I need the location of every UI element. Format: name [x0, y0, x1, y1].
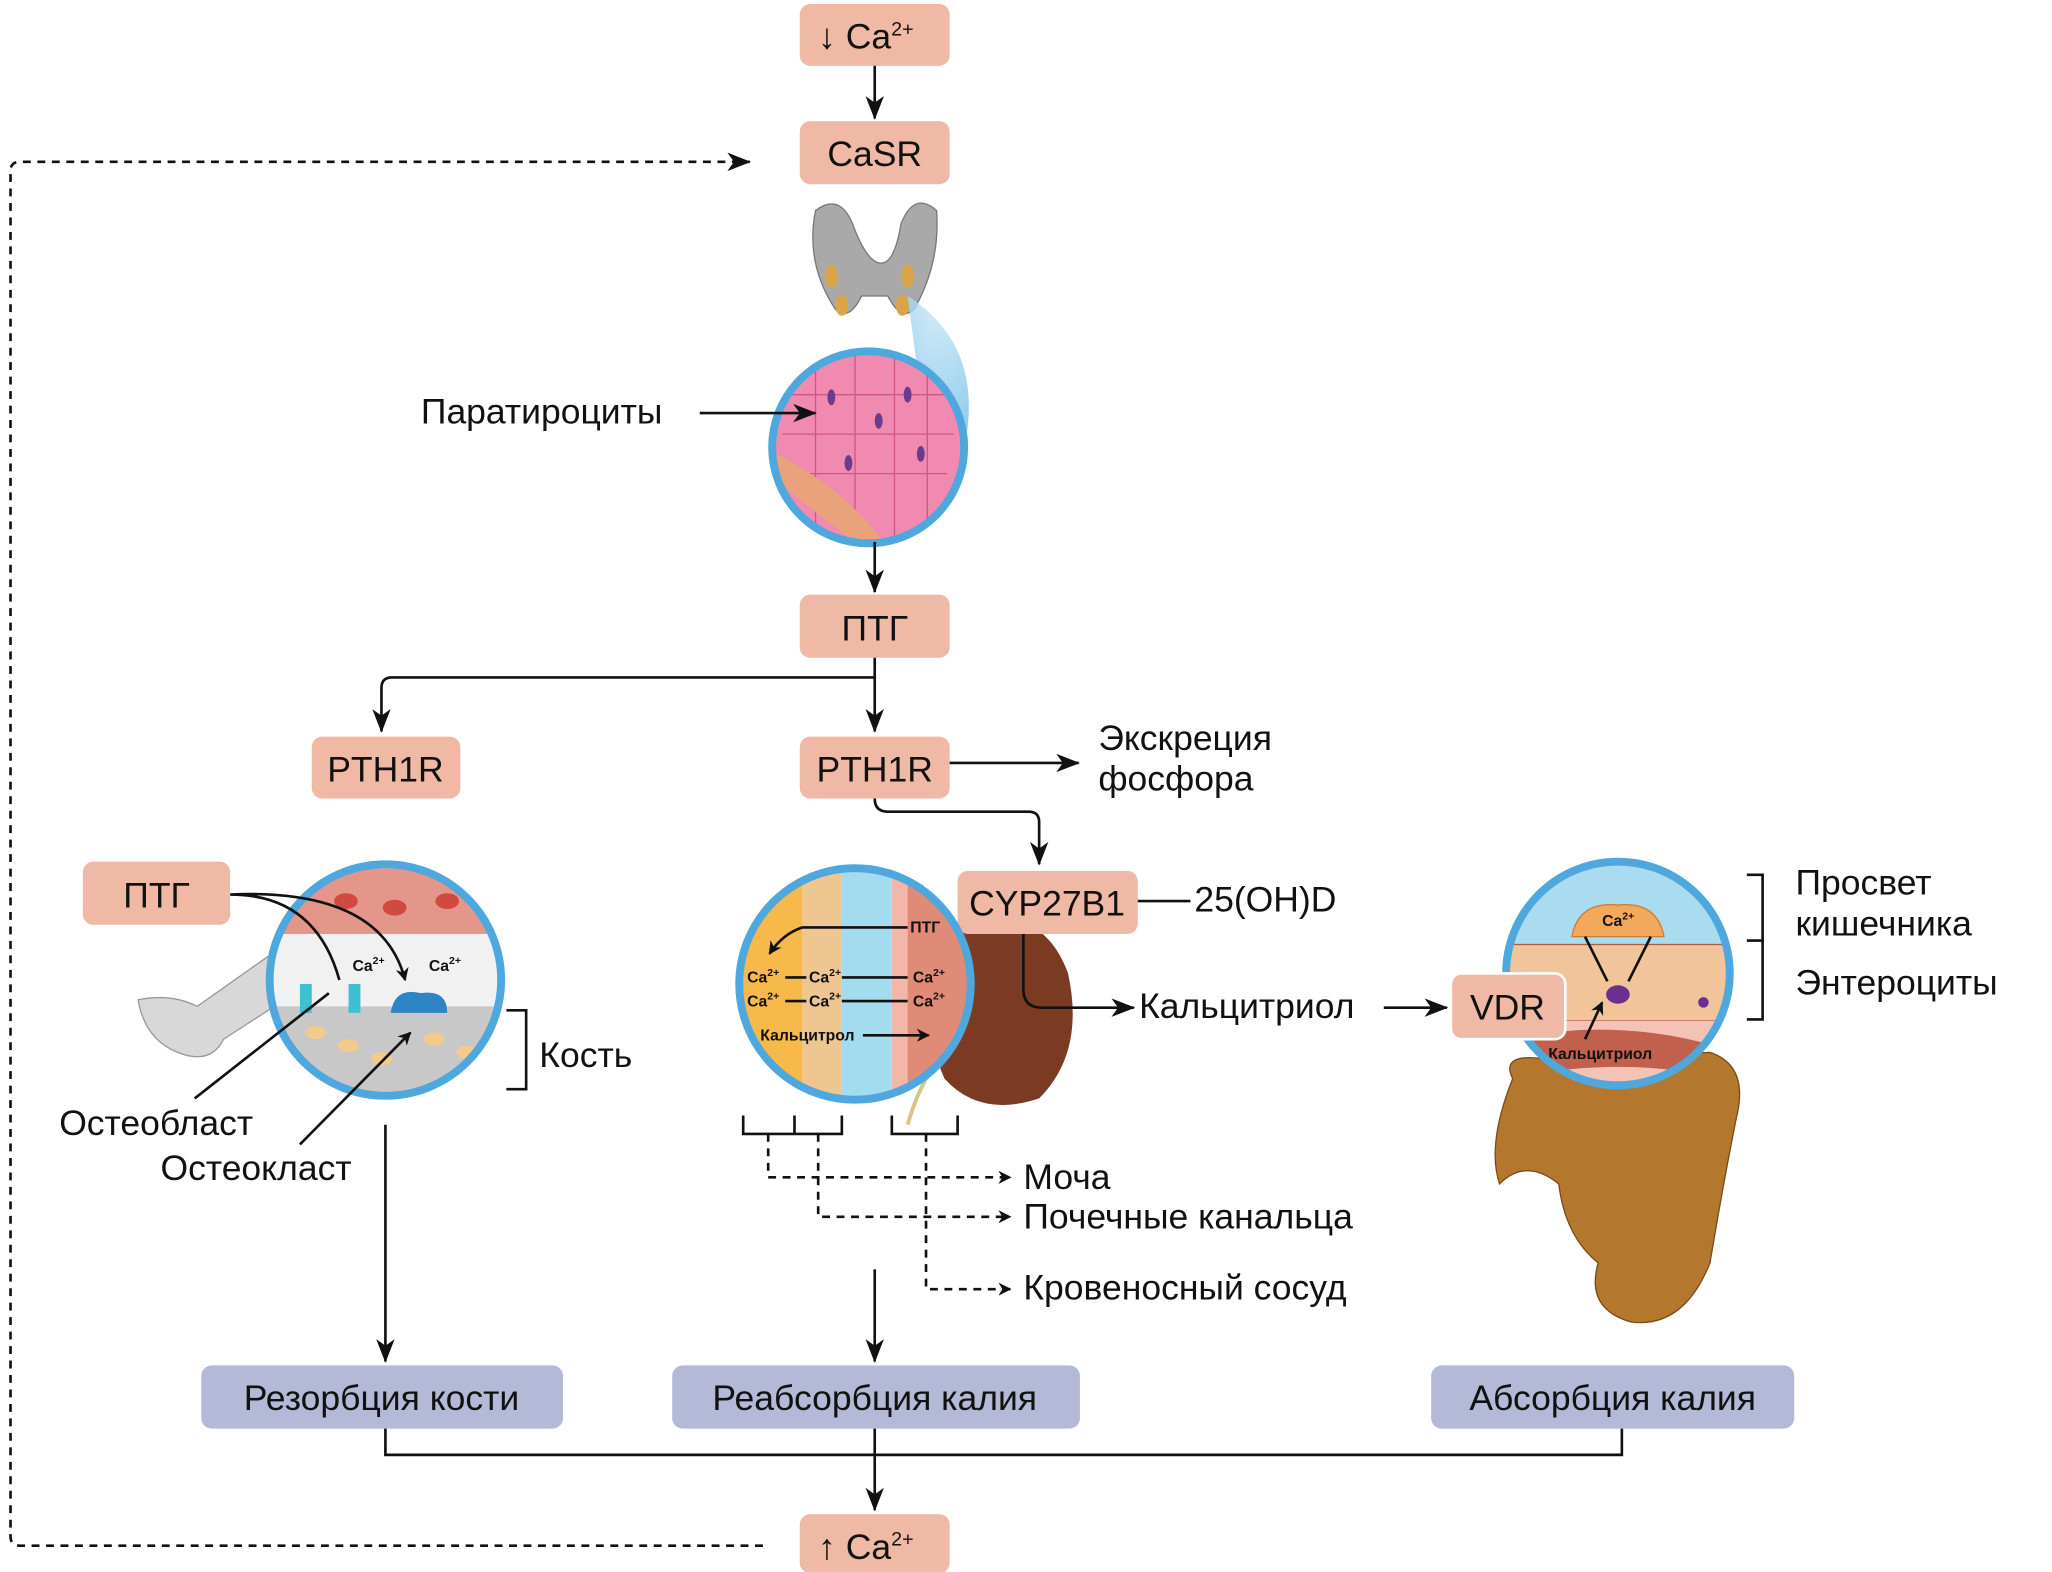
bracket: [741, 1115, 959, 1136]
calcitriol-label: Кальцитриол: [1139, 986, 1354, 1026]
svg-text:PTH1R: PTH1R: [327, 749, 443, 789]
vdr-node: VDR: [1449, 972, 1567, 1041]
phosphate-excretion-label: фосфора: [1098, 759, 1253, 799]
svg-text:ПТГ: ПТГ: [123, 876, 189, 916]
dashed-arrow: [924, 1133, 1012, 1296]
svg-text:Ca2+: Ca2+: [429, 955, 461, 975]
arrow: [381, 657, 877, 732]
casr-node: CaSR: [799, 121, 950, 185]
vitamin-d-label: 25(OH)D: [1194, 880, 1336, 920]
calcium-low-node: ↓ Ca2+: [799, 4, 950, 66]
gut-absorption-node: Абсорбция калия: [1431, 1365, 1795, 1429]
arrow: [230, 892, 405, 980]
arrow: [873, 798, 1049, 866]
bone-inset: Ca2+ Ca2+: [265, 860, 506, 1100]
vessel-label: Кровеносный сосуд: [1023, 1268, 1346, 1308]
calcium-high-node: ↑ Ca2+: [799, 1514, 950, 1572]
svg-text:Ca2+: Ca2+: [809, 967, 841, 987]
parathyrocytes-label: Паратироциты: [421, 392, 662, 432]
phosphate-excretion-label: Экскреция: [1098, 718, 1272, 758]
lumen-label: кишечника: [1796, 903, 1973, 943]
bone-resorption-node: Резорбция кости: [201, 1365, 563, 1429]
kidney-reabsorption-node: Реабсорбция калия: [672, 1365, 1080, 1429]
svg-text:Реабсорбция калия: Реабсорбция калия: [712, 1378, 1037, 1418]
osteoblast-label: Остеобласт: [59, 1103, 253, 1143]
cyp27b1-node: CYP27B1: [957, 870, 1138, 934]
svg-text:Ca2+: Ca2+: [913, 967, 945, 987]
osteoclast-label: Остеокласт: [160, 1148, 351, 1188]
svg-text:Ca2+: Ca2+: [913, 991, 945, 1011]
svg-text:Резорбция кости: Резорбция кости: [244, 1378, 520, 1418]
svg-text:CaSR: CaSR: [827, 134, 922, 174]
svg-text:VDR: VDR: [1470, 987, 1545, 1027]
svg-text:Кальцитриол: Кальцитриол: [1548, 1046, 1652, 1063]
bone-label: Кость: [539, 1035, 632, 1075]
svg-text:Ca2+: Ca2+: [1602, 911, 1634, 931]
bracket: [506, 1008, 528, 1091]
lumen-label: Просвет: [1796, 863, 1932, 903]
urine-label: Моча: [1023, 1157, 1110, 1197]
arrow: [1022, 933, 1136, 1017]
tubules-label: Почечные канальца: [1023, 1197, 1353, 1237]
svg-text:Кальцитрол: Кальцитрол: [760, 1028, 854, 1045]
pth-node: ПТГ: [799, 594, 950, 658]
pth1r-bone-node: PTH1R: [311, 736, 461, 799]
dashed-arrow: [766, 1133, 1012, 1184]
svg-text:Ca2+: Ca2+: [747, 991, 779, 1011]
pth-bone-node: ПТГ: [82, 861, 231, 925]
svg-text:Ca2+: Ca2+: [809, 991, 841, 1011]
svg-text:↑ Ca2+: ↑ Ca2+: [818, 1527, 913, 1567]
pth1r-kidney-node: PTH1R: [799, 736, 950, 799]
parathyroid-gland-illustration: [812, 202, 969, 435]
svg-text:ПТГ: ПТГ: [910, 920, 940, 937]
svg-text:Ca2+: Ca2+: [353, 955, 385, 975]
svg-text:PTH1R: PTH1R: [817, 749, 933, 789]
svg-text:ПТГ: ПТГ: [842, 609, 908, 649]
feedback-dashed-arrow: [9, 152, 763, 1547]
svg-text:Абсорбция калия: Абсорбция калия: [1469, 1378, 1756, 1418]
connector: [384, 1428, 1624, 1457]
svg-text:↓ Ca2+: ↓ Ca2+: [818, 17, 913, 57]
intestine-illustration: [1494, 1051, 1741, 1324]
svg-text:CYP27B1: CYP27B1: [969, 884, 1125, 924]
arrow: [193, 992, 411, 1146]
parathyrocyte-inset: [768, 347, 969, 548]
bracket: [1746, 873, 1764, 1021]
enterocytes-label: Энтероциты: [1796, 962, 1998, 1002]
dashed-arrow: [816, 1133, 1012, 1224]
svg-text:Ca2+: Ca2+: [747, 967, 779, 987]
